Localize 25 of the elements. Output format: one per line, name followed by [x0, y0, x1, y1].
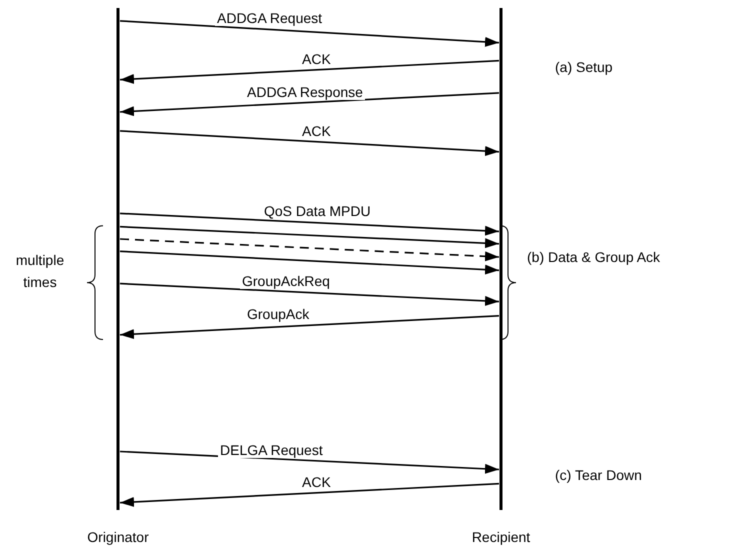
phase-label: (a) Setup [555, 58, 613, 75]
phase-label: (c) Tear Down [555, 466, 642, 483]
message-arrow [120, 315, 500, 340]
message-arrow [120, 20, 500, 48]
lifeline-label: Recipient [472, 529, 530, 546]
message-arrow [120, 482, 500, 508]
edge-label: QoS Data MPDU [262, 203, 373, 219]
message-arrow [120, 250, 500, 275]
phase-label: (b) Data & Group Ack [527, 248, 660, 264]
edge-label: GroupAckReq [240, 273, 332, 290]
message-arrow [120, 130, 500, 156]
edge-label: ACK [300, 51, 333, 68]
message-arrow [120, 238, 500, 262]
message-arrow [120, 212, 500, 236]
edge-label: ACK [300, 474, 333, 490]
lifeline-label: Originator [87, 529, 149, 546]
message-arrow [120, 450, 500, 474]
message-arrow [120, 92, 500, 116]
message-arrow [120, 282, 500, 306]
edge-label: DELGA Request [218, 442, 325, 458]
edge-label: GroupAck [245, 306, 312, 322]
message-arrow [120, 60, 500, 84]
note-text: multiple times [14, 250, 66, 292]
message-arrow [120, 226, 500, 248]
edge-label: ACK [300, 123, 333, 140]
